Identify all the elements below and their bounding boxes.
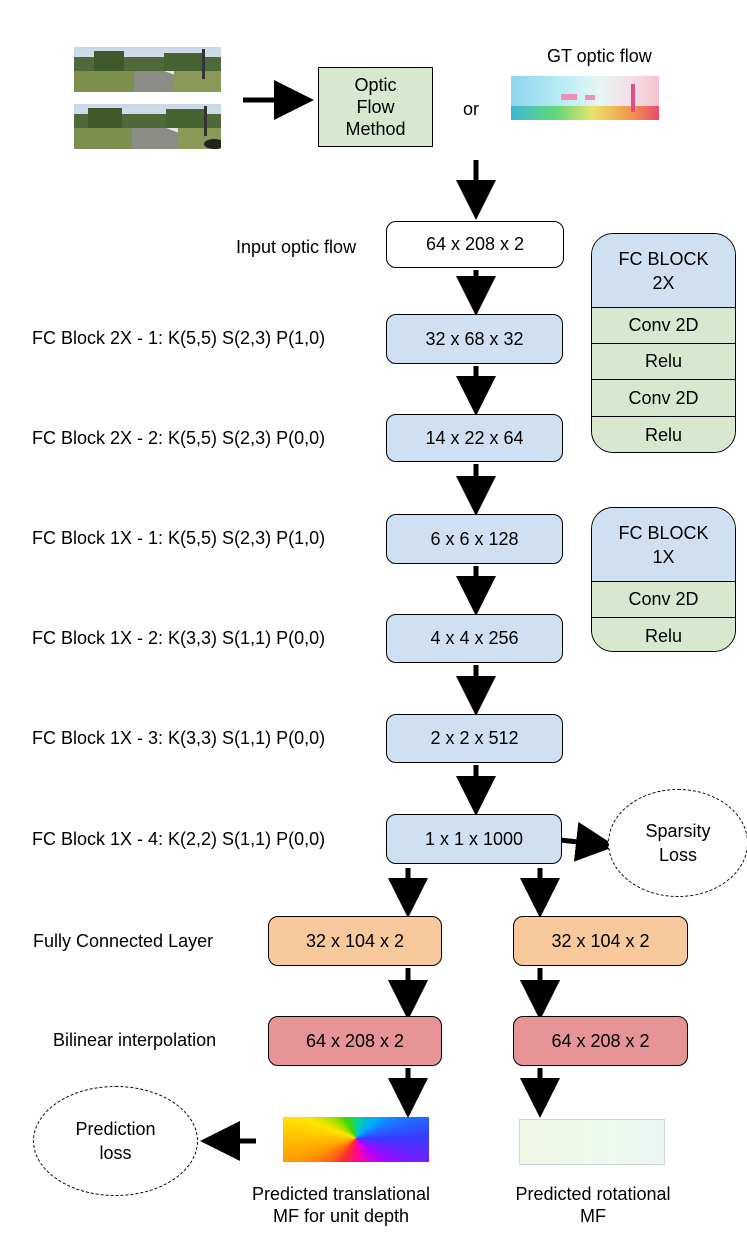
output-right-line-2: MF	[580, 1206, 606, 1226]
legend-2x-row: Conv 2D	[592, 307, 735, 343]
bilinear-box-right: 64 x 208 x 2	[513, 1016, 688, 1066]
layer-box-input: 64 x 208 x 2	[386, 221, 564, 268]
bilinear-box-left: 64 x 208 x 2	[268, 1016, 442, 1066]
legend-2x-row: Relu	[592, 343, 735, 379]
layer-label-fc2x-1: FC Block 2X - 1: K(5,5) S(2,3) P(1,0)	[32, 328, 326, 348]
legend-1x-title-2: 1X	[652, 546, 675, 567]
fc-layer-box-right: 32 x 104 x 2	[513, 916, 688, 966]
prediction-line-1: Prediction	[75, 1119, 156, 1139]
method-line-3: Method	[345, 119, 406, 139]
prediction-line-2: loss	[99, 1143, 132, 1163]
or-label: or	[463, 99, 480, 119]
optic-flow-method-box: Optic Flow Method	[318, 67, 433, 147]
layer-label-fc1x-3: FC Block 1X - 3: K(3,3) S(1,1) P(0,0)	[32, 728, 326, 748]
output-right-line-1: Predicted rotational	[515, 1184, 671, 1204]
layer-box-fc1x-4: 1 x 1 x 1000	[386, 814, 562, 864]
layer-label-input: Input optic flow	[236, 237, 357, 257]
input-frame-2-image	[74, 104, 221, 149]
legend-1x-header: FC BLOCK 1X	[592, 508, 735, 581]
sparsity-line-2: Loss	[658, 845, 698, 865]
input-frame-1-image	[74, 47, 221, 92]
prediction-loss-node: Prediction loss	[33, 1086, 198, 1196]
legend-2x-row: Relu	[592, 416, 735, 452]
output-left-caption: Predicted translational MF for unit dept…	[230, 1183, 452, 1227]
gt-optic-flow-label: GT optic flow	[547, 46, 652, 66]
predicted-translational-flow-image	[283, 1117, 429, 1162]
layer-label-fc1x-1: FC Block 1X - 1: K(5,5) S(2,3) P(1,0)	[32, 528, 326, 548]
legend-fc-block-1x: FC BLOCK 1X Conv 2D Relu	[591, 507, 736, 652]
output-left-line-1: Predicted translational	[251, 1184, 431, 1204]
legend-1x-title-1: FC BLOCK	[618, 522, 709, 543]
layer-label-fc1x-2: FC Block 1X - 2: K(3,3) S(1,1) P(0,0)	[32, 628, 326, 648]
layer-box-fc1x-2: 4 x 4 x 256	[386, 614, 563, 663]
output-left-line-2: MF for unit depth	[272, 1206, 410, 1226]
legend-fc-block-2x: FC BLOCK 2X Conv 2D Relu Conv 2D Relu	[591, 233, 736, 453]
method-line-1: Optic	[354, 75, 397, 95]
sparsity-loss-node: Sparsity Loss	[608, 789, 747, 897]
sparsity-line-1: Sparsity	[645, 821, 711, 841]
legend-2x-title-1: FC BLOCK	[618, 248, 709, 269]
legend-2x-header: FC BLOCK 2X	[592, 234, 735, 307]
layer-label-fc2x-2: FC Block 2X - 2: K(5,5) S(2,3) P(0,0)	[32, 428, 326, 448]
legend-1x-row: Conv 2D	[592, 581, 735, 617]
layer-box-fc1x-1: 6 x 6 x 128	[386, 514, 563, 564]
layer-label-fc1x-4: FC Block 1X - 4: K(2,2) S(1,1) P(0,0)	[32, 829, 326, 849]
method-line-2: Flow	[356, 97, 395, 117]
gt-optic-flow-image	[511, 76, 659, 120]
predicted-rotational-flow-image	[519, 1119, 665, 1165]
output-right-caption: Predicted rotational MF	[493, 1183, 693, 1227]
fc-layer-label: Fully Connected Layer	[33, 931, 214, 951]
layer-box-fc2x-2: 14 x 22 x 64	[386, 414, 563, 462]
legend-2x-row: Conv 2D	[592, 379, 735, 416]
bilinear-label: Bilinear interpolation	[53, 1030, 217, 1050]
layer-box-fc2x-1: 32 x 68 x 32	[386, 314, 563, 364]
legend-2x-title-2: 2X	[652, 272, 675, 293]
fc-layer-box-left: 32 x 104 x 2	[268, 916, 442, 966]
layer-box-fc1x-3: 2 x 2 x 512	[386, 714, 563, 763]
legend-1x-row: Relu	[592, 617, 735, 651]
